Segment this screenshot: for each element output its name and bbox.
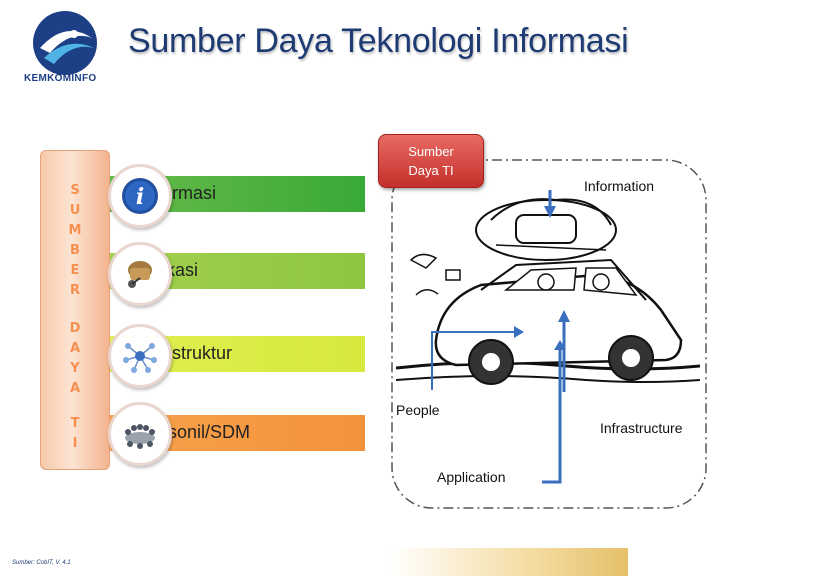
sumber-daya-ti-badge: Sumber Daya TI bbox=[378, 134, 484, 188]
application-label: Application bbox=[437, 469, 506, 485]
application-arrow bbox=[542, 340, 566, 484]
category-label: ormasi bbox=[162, 183, 217, 203]
dashed-frame bbox=[391, 159, 707, 509]
vertical-letter: Y bbox=[70, 361, 80, 376]
people-icon bbox=[125, 424, 155, 449]
vertical-letter: R bbox=[69, 283, 80, 298]
vertical-letter: U bbox=[69, 203, 81, 218]
vertical-letter: D bbox=[69, 321, 81, 336]
source-note: Sumber: CobIT, V. 4.1 bbox=[12, 560, 71, 566]
people-circle bbox=[108, 402, 172, 466]
vertical-letter: I bbox=[72, 436, 78, 451]
footer-decoration bbox=[390, 548, 628, 576]
network-circle bbox=[108, 324, 172, 388]
vertical-letter: T bbox=[70, 416, 80, 431]
vertical-letter: B bbox=[70, 243, 80, 258]
people-label: People bbox=[396, 402, 440, 418]
vertical-letter: A bbox=[69, 381, 81, 396]
vertical-letter: A bbox=[69, 341, 81, 356]
badge-line-1: Sumber bbox=[408, 144, 454, 159]
svg-text:i: i bbox=[136, 184, 144, 210]
category-label: rsonil/SDM bbox=[162, 422, 251, 442]
kemkominfo-logo bbox=[30, 8, 100, 78]
category-label: astruktur bbox=[162, 343, 233, 363]
loaded-car-illustration bbox=[396, 190, 700, 392]
information-label: Information bbox=[584, 178, 655, 194]
info-circle: i bbox=[108, 164, 172, 228]
vertical-letter: E bbox=[70, 263, 80, 278]
vertical-letter: M bbox=[68, 223, 82, 238]
infrastructure-label: Infrastructure bbox=[600, 420, 683, 436]
network-icon bbox=[123, 343, 157, 373]
page-title: Sumber Daya Teknologi Informasi bbox=[128, 22, 629, 60]
logo-text: KEMKOMINFO bbox=[24, 73, 97, 84]
vertical-letter: S bbox=[70, 183, 80, 198]
badge-line-2: Daya TI bbox=[408, 163, 454, 178]
application-icon bbox=[128, 261, 152, 288]
application-circle bbox=[108, 242, 172, 306]
info-icon: i bbox=[122, 178, 158, 214]
vertical-sumber-daya-bar: S U M B E R D A Y A T I bbox=[40, 150, 110, 470]
